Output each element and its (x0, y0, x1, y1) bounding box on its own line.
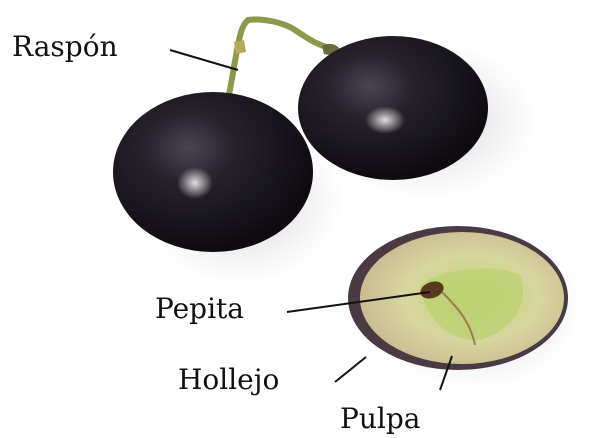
grape-highlight-right (365, 106, 405, 134)
whole-grape-left (113, 92, 313, 252)
stem-node (234, 40, 246, 54)
seed-label: Pepita (155, 295, 244, 323)
skin-label: Hollejo (178, 366, 279, 394)
skin-leader-line (335, 357, 366, 382)
pulp-label: Pulpa (340, 405, 420, 433)
stem-label: Raspón (12, 33, 118, 61)
stem-leader-line (170, 50, 238, 70)
grape-highlight-left (177, 167, 213, 199)
